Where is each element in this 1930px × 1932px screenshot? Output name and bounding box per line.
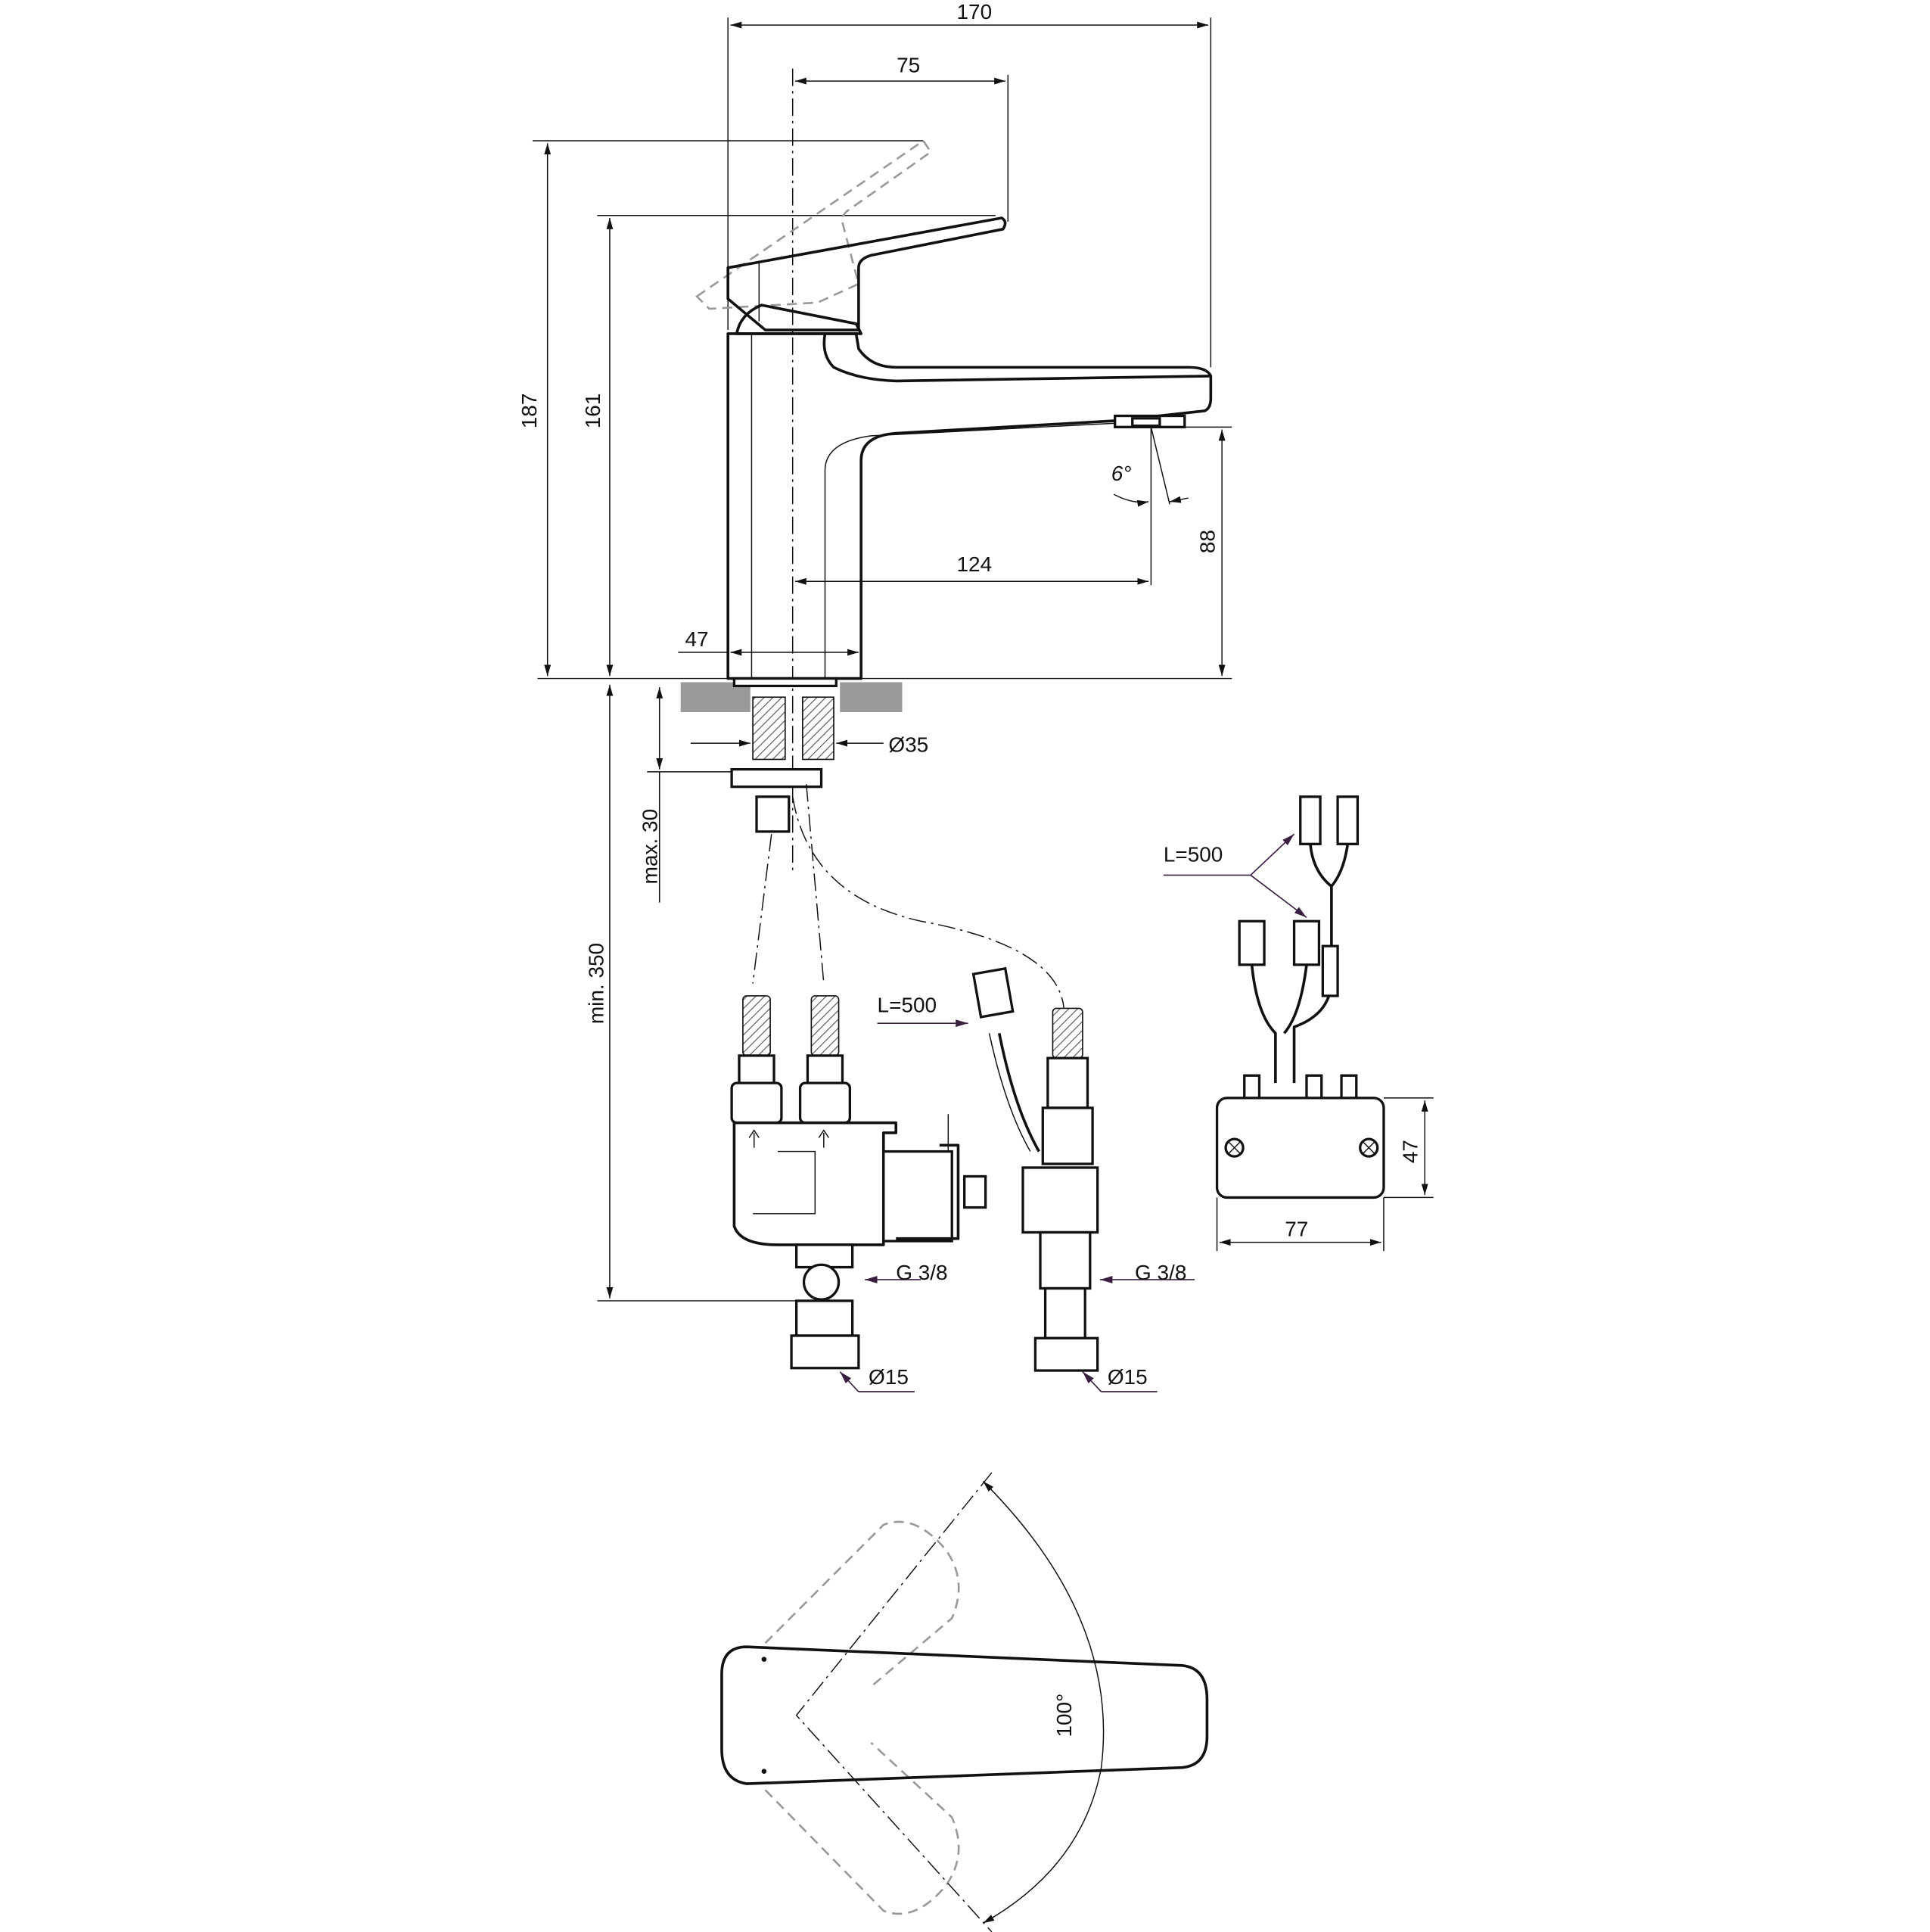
dim-label-124: 124 xyxy=(957,552,993,576)
rotation-arc xyxy=(982,1480,1105,1924)
faucet-body xyxy=(726,332,1213,680)
dim-label-47: 47 xyxy=(685,627,709,651)
dim-label-75: 75 xyxy=(897,54,920,77)
control-box: 47 77 L=500 xyxy=(1163,795,1434,1252)
dim-label-max30: max. 30 xyxy=(638,809,661,884)
connector-body xyxy=(1021,1166,1099,1234)
control-box-housing xyxy=(1215,1097,1385,1199)
dim-label-min350: min. 350 xyxy=(585,943,608,1024)
pipe-fitting-left xyxy=(790,1334,860,1370)
cable-length-label: L=500 xyxy=(878,993,937,1016)
rotation-angle-label: 100° xyxy=(1052,1694,1076,1738)
valve-body xyxy=(732,1121,898,1246)
solenoid-valve-assembly: G 3/8 Ø15 xyxy=(730,995,987,1392)
thread-label-right: G 3/8 xyxy=(1135,1261,1186,1284)
cable-plug xyxy=(971,966,1015,1019)
threaded-shank-right xyxy=(802,696,834,761)
fixing-plate xyxy=(730,767,823,789)
threaded-shank-left xyxy=(752,696,786,761)
handle-lever xyxy=(726,216,1007,331)
box-cable-length-label: L=500 xyxy=(1164,842,1223,866)
cartridge-cap xyxy=(735,303,862,335)
dim-label-88: 88 xyxy=(1195,530,1219,553)
dim-label-161: 161 xyxy=(581,394,604,429)
pipe-label-right: Ø15 xyxy=(1108,1365,1148,1389)
dim-label-187: 187 xyxy=(517,394,541,429)
dim-label-170: 170 xyxy=(957,0,993,23)
thread-label-left: G 3/8 xyxy=(896,1261,947,1284)
fixing-nut xyxy=(755,795,791,833)
pipe-fitting-right xyxy=(1033,1336,1099,1372)
pipe-label-left: Ø15 xyxy=(869,1365,909,1389)
solenoid xyxy=(882,1150,953,1243)
handle-raised-position xyxy=(695,139,933,310)
side-view: 170 75 187 161 88 124 47 6° Ø35 max. 30 … xyxy=(517,0,1232,1302)
right-connector-assembly: L=500 G 3/8 Ø15 xyxy=(877,966,1195,1392)
lever-top-outline xyxy=(720,1645,1209,1785)
box-width-label: 77 xyxy=(1285,1217,1308,1240)
extension-lines xyxy=(532,17,1232,872)
box-height-label: 47 xyxy=(1398,1140,1422,1163)
countertop-right xyxy=(840,682,903,712)
top-view: 100° xyxy=(720,1472,1209,1932)
dim-label-35: Ø35 xyxy=(888,733,928,757)
dim-label-6deg: 6° xyxy=(1111,462,1132,485)
